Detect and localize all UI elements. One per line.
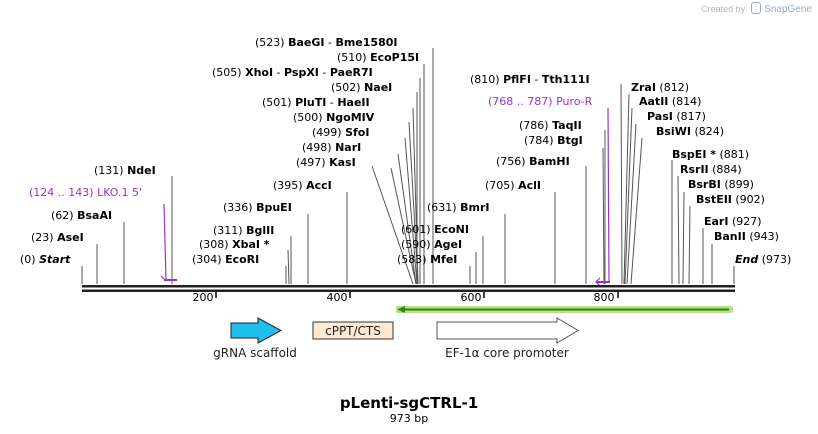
site-sfoi: (499) SfoI	[312, 126, 369, 139]
site-ecop15i: (510) EcoP15I	[337, 51, 419, 64]
site-bspei: BspEI * (881)	[672, 148, 749, 161]
site-xbai: (308) XbaI *	[199, 238, 270, 251]
feature-label-ef1a-promoter: EF-1α core promoter	[445, 346, 569, 360]
connector-lines	[81, 48, 735, 285]
site-ndei: (131) NdeI	[94, 164, 156, 177]
site-ecori: (304) EcoRI	[192, 253, 259, 266]
site-rsrii: RsrII (884)	[680, 163, 742, 176]
site-pflfi: (810) PflFI - Tth111I	[470, 73, 590, 86]
site-nari: (498) NarI	[302, 141, 361, 154]
axis-tick-600: 600	[461, 291, 482, 304]
site-acli: (705) AclI	[485, 179, 541, 192]
site-bsrbi: BsrBI (899)	[688, 178, 754, 191]
feature-label-grna-scaffold: gRNA scaffold	[213, 346, 297, 360]
site-kasi: (497) KasI	[296, 156, 356, 169]
axis-tick-200: 200	[193, 291, 214, 304]
site-btgi: (784) BtgI	[524, 134, 583, 147]
feature-green-bar	[396, 306, 733, 313]
primer-label-lko1: (124 .. 143) LKO.1 5'	[29, 186, 142, 199]
feature-label-cppt-cts: cPPT/CTS	[325, 324, 381, 338]
site-bglii: (311) BglII	[213, 224, 274, 237]
primer-label-puro-r: (768 .. 787) Puro-R	[488, 95, 593, 108]
credit-brand: SnapGene	[764, 4, 812, 15]
axis-tick-800: 800	[594, 291, 615, 304]
site-mfei: (583) MfeI	[397, 253, 457, 266]
site-start: (0) Start	[20, 253, 71, 266]
site-bmri: (631) BmrI	[427, 201, 489, 214]
site-bsaai: (62) BsaAI	[51, 209, 112, 222]
site-banii: BanII (943)	[714, 230, 779, 243]
axis-ticks	[215, 292, 619, 298]
site-eari: EarI (927)	[704, 215, 762, 228]
site-end: End (973)	[735, 253, 791, 266]
site-baegi: (523) BaeGI - Bme1580I	[255, 36, 397, 49]
plasmid-name: pLenti-sgCTRL-1	[339, 394, 479, 412]
dna-backbone	[82, 285, 735, 292]
primer-puro-r	[595, 107, 610, 287]
site-naei: (502) NaeI	[331, 81, 392, 94]
site-agei: (590) AgeI	[401, 238, 462, 251]
site-econi: (601) EcoNI	[401, 223, 469, 236]
site-zrai: ZraI (812)	[631, 81, 689, 94]
site-bsiwi: BsiWI (824)	[656, 125, 724, 138]
site-pluti: (501) PluTI - HaeII	[262, 96, 370, 109]
feature-ef1a-promoter	[436, 317, 579, 344]
site-aatii: AatII (814)	[639, 95, 701, 108]
site-ngomiv: (500) NgoMIV	[293, 111, 375, 124]
feature-grna-scaffold	[230, 317, 283, 344]
site-taqii: (786) TaqII	[519, 119, 582, 132]
snapgene-logo-icon	[750, 2, 761, 14]
site-bamhi: (756) BamHI	[496, 155, 570, 168]
site-asei: (23) AseI	[31, 231, 84, 244]
site-bsteii: BstEII (902)	[696, 193, 765, 206]
site-pasi: PasI (817)	[647, 110, 706, 123]
site-acci: (395) AccI	[273, 179, 332, 192]
site-bpuei: (336) BpuEI	[223, 201, 292, 214]
plasmid-length: 973 bp	[389, 412, 429, 425]
primer-lko1	[160, 203, 177, 282]
feature-cppt-cts	[312, 321, 394, 340]
snapgene-credit: Created by SnapGene	[701, 2, 812, 15]
site-xhoi: (505) XhoI - PspXI - PaeR7I	[212, 66, 373, 79]
axis-tick-400: 400	[327, 291, 348, 304]
credit-text: Created by	[701, 4, 746, 14]
